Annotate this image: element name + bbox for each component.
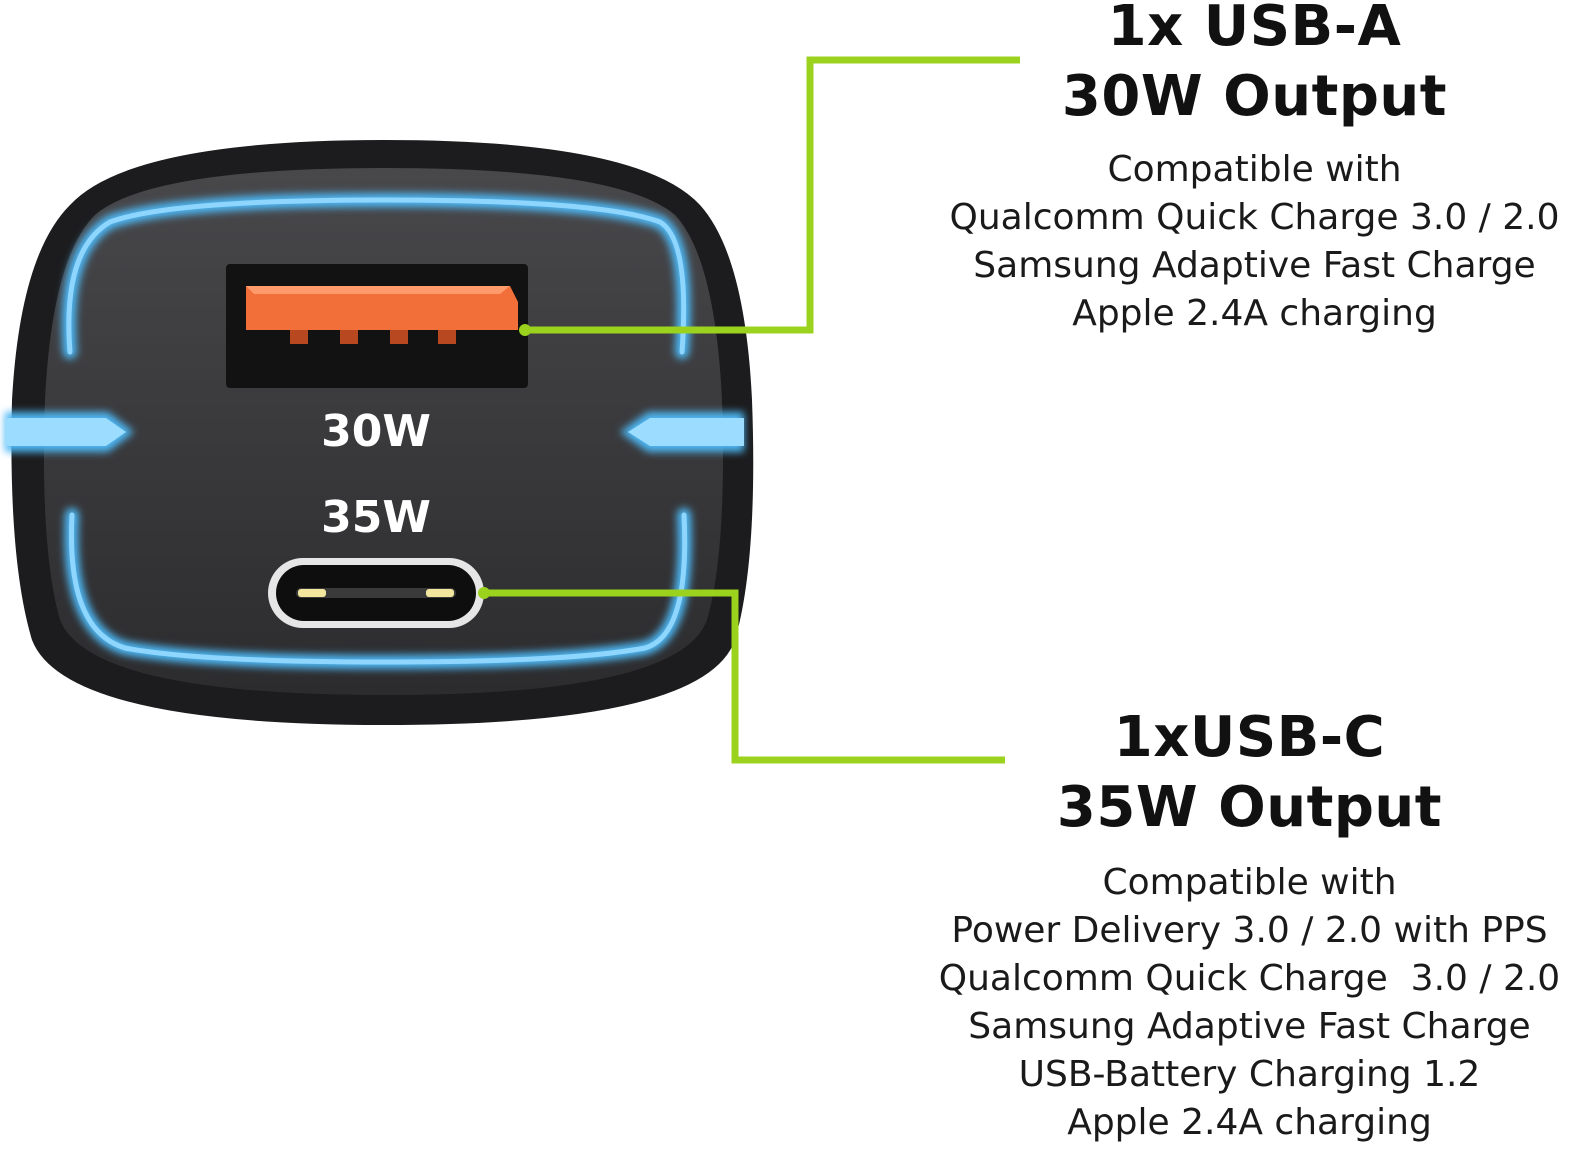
left-arrow-icon (620, 412, 744, 452)
usb-c-compat-list: Compatible with Power Delivery 3.0 / 2.0… (930, 859, 1569, 1147)
usb-c-output: 35W Output (1056, 775, 1443, 840)
usb-a-compat-item: Qualcomm Quick Charge 3.0 / 2.0 (949, 197, 1560, 238)
usb-a-compat-list: Compatible with Qualcomm Quick Charge 3.… (940, 146, 1569, 338)
usb-c-compat-item: USB-Battery Charging 1.2 (1018, 1054, 1481, 1095)
usb-c-compat-heading: Compatible with (1102, 862, 1397, 903)
usb-a-power-label: 30W (321, 406, 431, 457)
usb-c-power-label: 35W (321, 492, 431, 543)
usb-a-output: 30W Output (1061, 64, 1448, 129)
usb-c-compat-item: Samsung Adaptive Fast Charge (968, 1006, 1531, 1047)
usb-a-compat-heading: Compatible with (1107, 149, 1402, 190)
usb-c-spec: 1xUSB-C 35W Output Compatible with Power… (930, 703, 1569, 1147)
usb-a-spec: 1x USB-A 30W Output Compatible with Qual… (940, 0, 1569, 338)
usb-a-port-icon (226, 264, 528, 388)
usb-c-port-icon (268, 558, 484, 628)
led-glow-ring (61, 192, 692, 670)
usb-a-compat-item: Apple 2.4A charging (1072, 293, 1437, 334)
usb-c-compat-item: Power Delivery 3.0 / 2.0 with PPS (951, 910, 1548, 951)
usb-a-title: 1x USB-A (1107, 0, 1402, 59)
right-arrow-icon (5, 412, 134, 452)
usb-a-callout-line (519, 56, 1020, 336)
usb-c-title: 1xUSB-C (1113, 705, 1386, 770)
usb-c-callout-line (478, 587, 1005, 764)
charger-face (44, 168, 723, 695)
usb-c-compat-item: Qualcomm Quick Charge 3.0 / 2.0 (938, 958, 1561, 999)
usb-c-compat-item: Apple 2.4A charging (1067, 1102, 1432, 1143)
usb-a-compat-item: Samsung Adaptive Fast Charge (973, 245, 1536, 286)
